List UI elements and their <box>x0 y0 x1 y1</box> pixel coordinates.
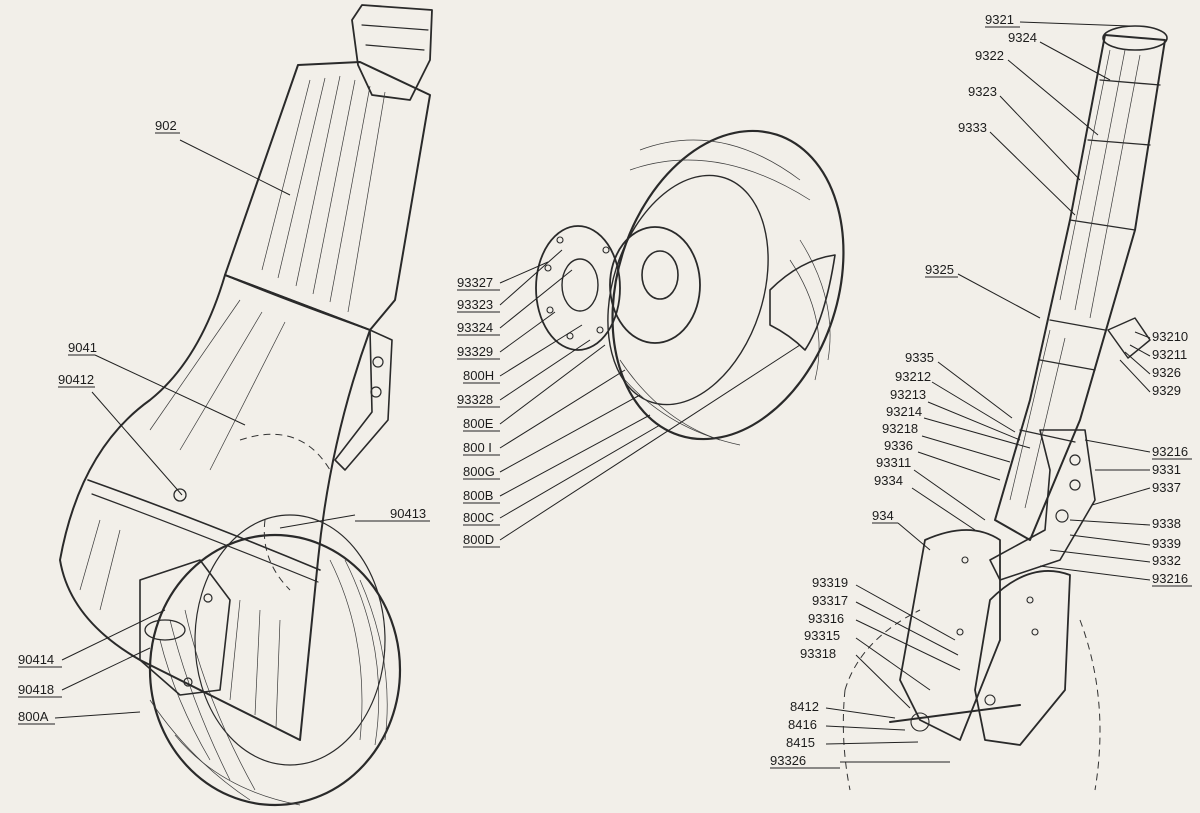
labels-right: 9321 9324 9322 9323 9333 9325 9335 93212… <box>770 12 1192 769</box>
part-label: 800 I <box>463 440 492 455</box>
labels-left: 902 9041 90412 90413 90414 90418 800A <box>18 118 430 725</box>
part-label: 93318 <box>800 646 836 661</box>
part-label: 90412 <box>58 372 94 387</box>
part-label: 93214 <box>886 404 922 419</box>
part-label: 9041 <box>68 340 97 355</box>
part-label: 9323 <box>968 84 997 99</box>
part-label: 9326 <box>1152 365 1181 380</box>
strut-assembly-drawing <box>842 25 1168 791</box>
part-label: 800B <box>463 488 493 503</box>
part-label: 9333 <box>958 120 987 135</box>
part-label: 8415 <box>786 735 815 750</box>
fairing-assembly-drawing <box>59 4 433 807</box>
part-label: 9337 <box>1152 480 1181 495</box>
part-label: 93324 <box>457 320 493 335</box>
part-label: 934 <box>872 508 894 523</box>
part-label: 90414 <box>18 652 54 667</box>
part-label: 9339 <box>1152 536 1181 551</box>
part-label: 93210 <box>1152 329 1188 344</box>
part-label: 9335 <box>905 350 934 365</box>
part-label: 90418 <box>18 682 54 697</box>
part-label: 800D <box>463 532 494 547</box>
part-label: 93327 <box>457 275 493 290</box>
part-label: 93315 <box>804 628 840 643</box>
part-label: 93323 <box>457 297 493 312</box>
part-label: 8412 <box>790 699 819 714</box>
part-label: 93311 <box>876 455 911 470</box>
part-label: 800A <box>18 709 49 724</box>
part-label: 800G <box>463 464 495 479</box>
part-label: 93329 <box>457 344 493 359</box>
part-label: 8416 <box>788 717 817 732</box>
leader-lines <box>54 21 1151 763</box>
part-label: 800E <box>463 416 494 431</box>
part-label: 93216 <box>1152 444 1188 459</box>
part-label: 9338 <box>1152 516 1181 531</box>
part-label: 93216 <box>1152 571 1188 586</box>
part-label: 9329 <box>1152 383 1181 398</box>
part-label: 800C <box>463 510 494 525</box>
part-label: 93316 <box>808 611 844 626</box>
part-label: 9325 <box>925 262 954 277</box>
part-label: 93319 <box>812 575 848 590</box>
part-label: 9321 <box>985 12 1014 27</box>
part-label: 93218 <box>882 421 918 436</box>
part-label: 9324 <box>1008 30 1037 45</box>
part-label: 9322 <box>975 48 1004 63</box>
part-label: 93326 <box>770 753 806 768</box>
part-label: 9334 <box>874 473 903 488</box>
part-label: 93317 <box>812 593 848 608</box>
part-label: 93213 <box>890 387 926 402</box>
part-label: 90413 <box>390 506 426 521</box>
part-label: 93211 <box>1152 347 1187 362</box>
part-label: 9332 <box>1152 553 1181 568</box>
part-label: 93212 <box>895 369 931 384</box>
part-label: 9336 <box>884 438 913 453</box>
part-label: 93328 <box>457 392 493 407</box>
wheel-assembly-drawing <box>535 129 845 446</box>
labels-center: 93327 93323 93324 93329 800H 93328 800E … <box>457 275 500 548</box>
part-label: 800H <box>463 368 494 383</box>
part-label: 9331 <box>1152 462 1181 477</box>
part-label: 902 <box>155 118 177 133</box>
